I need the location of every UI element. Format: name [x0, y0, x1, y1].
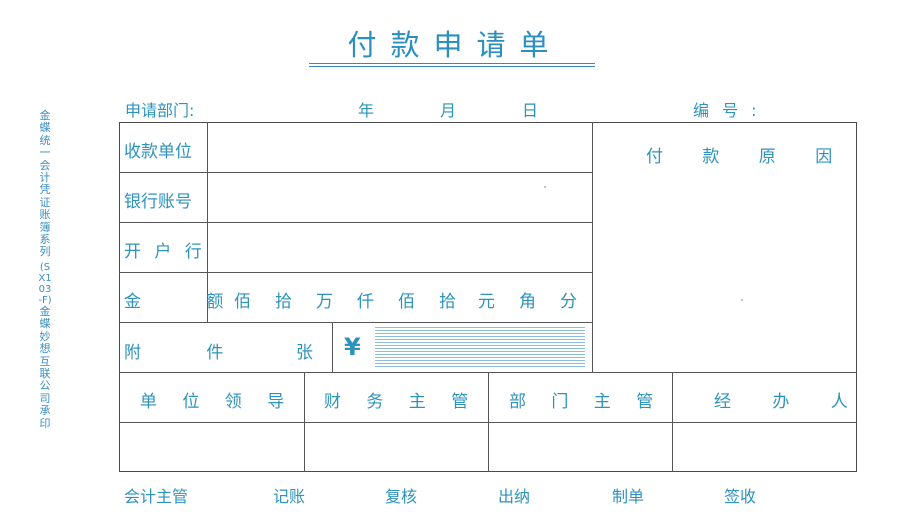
amount-unit: 佰 [234, 292, 251, 312]
department-label: 申请部门: [125, 101, 195, 120]
row-divider-2 [119, 222, 592, 223]
form-title: 付款申请单 [347, 28, 563, 62]
row-divider-1 [119, 172, 592, 173]
month-label: 月 [440, 101, 457, 120]
yen-icon: ¥ [344, 333, 361, 361]
signature-divider-3 [672, 372, 673, 472]
payee-label: 收款单位 [124, 142, 192, 162]
side-series-text: 金蝶统一会计凭证账簿系列 [39, 109, 51, 259]
title-underline-top [309, 63, 595, 64]
amount-unit: 拾 [275, 292, 292, 312]
amount-unit: 角 [519, 292, 536, 312]
amount-unit: 元 [478, 292, 495, 312]
footer-prepared-by: 制单 [612, 487, 645, 506]
footer-review: 复核 [385, 487, 418, 506]
footer-cashier: 出纳 [498, 487, 531, 506]
title-underline-bottom [309, 66, 595, 67]
signature-unit-leader: 单 位 领 导 [140, 392, 295, 412]
opening-bank-label: 开 户 行 [124, 242, 206, 262]
amount-unit: 仟 [357, 292, 374, 312]
side-printer-text: 金蝶妙想互联公司承印 [39, 305, 51, 430]
signature-finance-director: 财 务 主 管 [324, 392, 479, 412]
amount-unit: 拾 [439, 292, 456, 312]
year-label: 年 [358, 101, 375, 120]
signature-divider-2 [488, 372, 489, 472]
row-divider-3 [119, 272, 592, 273]
amount-label: 金 额 [124, 292, 254, 312]
footer-bookkeeping: 记账 [273, 487, 306, 506]
signature-divider-1 [304, 372, 305, 472]
label-column-divider [207, 122, 208, 322]
paper-speck [544, 186, 546, 188]
signature-handler: 经 办 人 [714, 392, 866, 412]
side-code-text: (SX103-F) [38, 262, 52, 306]
sheets-label: 张 [296, 343, 313, 363]
footer-accounting-supervisor: 会计主管 [124, 487, 189, 506]
attachment-label: 附 件 [124, 343, 254, 363]
day-label: 日 [522, 101, 539, 120]
amount-security-hatch [375, 327, 585, 367]
row-divider-4 [119, 322, 592, 323]
bank-account-label: 银行账号 [124, 192, 192, 212]
attachment-divider [332, 322, 333, 372]
amount-unit: 佰 [398, 292, 415, 312]
paper-speck [741, 299, 743, 301]
signature-department-director: 部 门 主 管 [509, 392, 664, 412]
footer-received-by: 签收 [724, 487, 757, 506]
reason-divider [592, 122, 593, 372]
payment-reason-label: 付 款 原 因 [646, 147, 850, 167]
amount-unit: 分 [560, 292, 577, 312]
amount-unit: 万 [316, 292, 333, 312]
number-label: 编 号 : [693, 101, 761, 120]
